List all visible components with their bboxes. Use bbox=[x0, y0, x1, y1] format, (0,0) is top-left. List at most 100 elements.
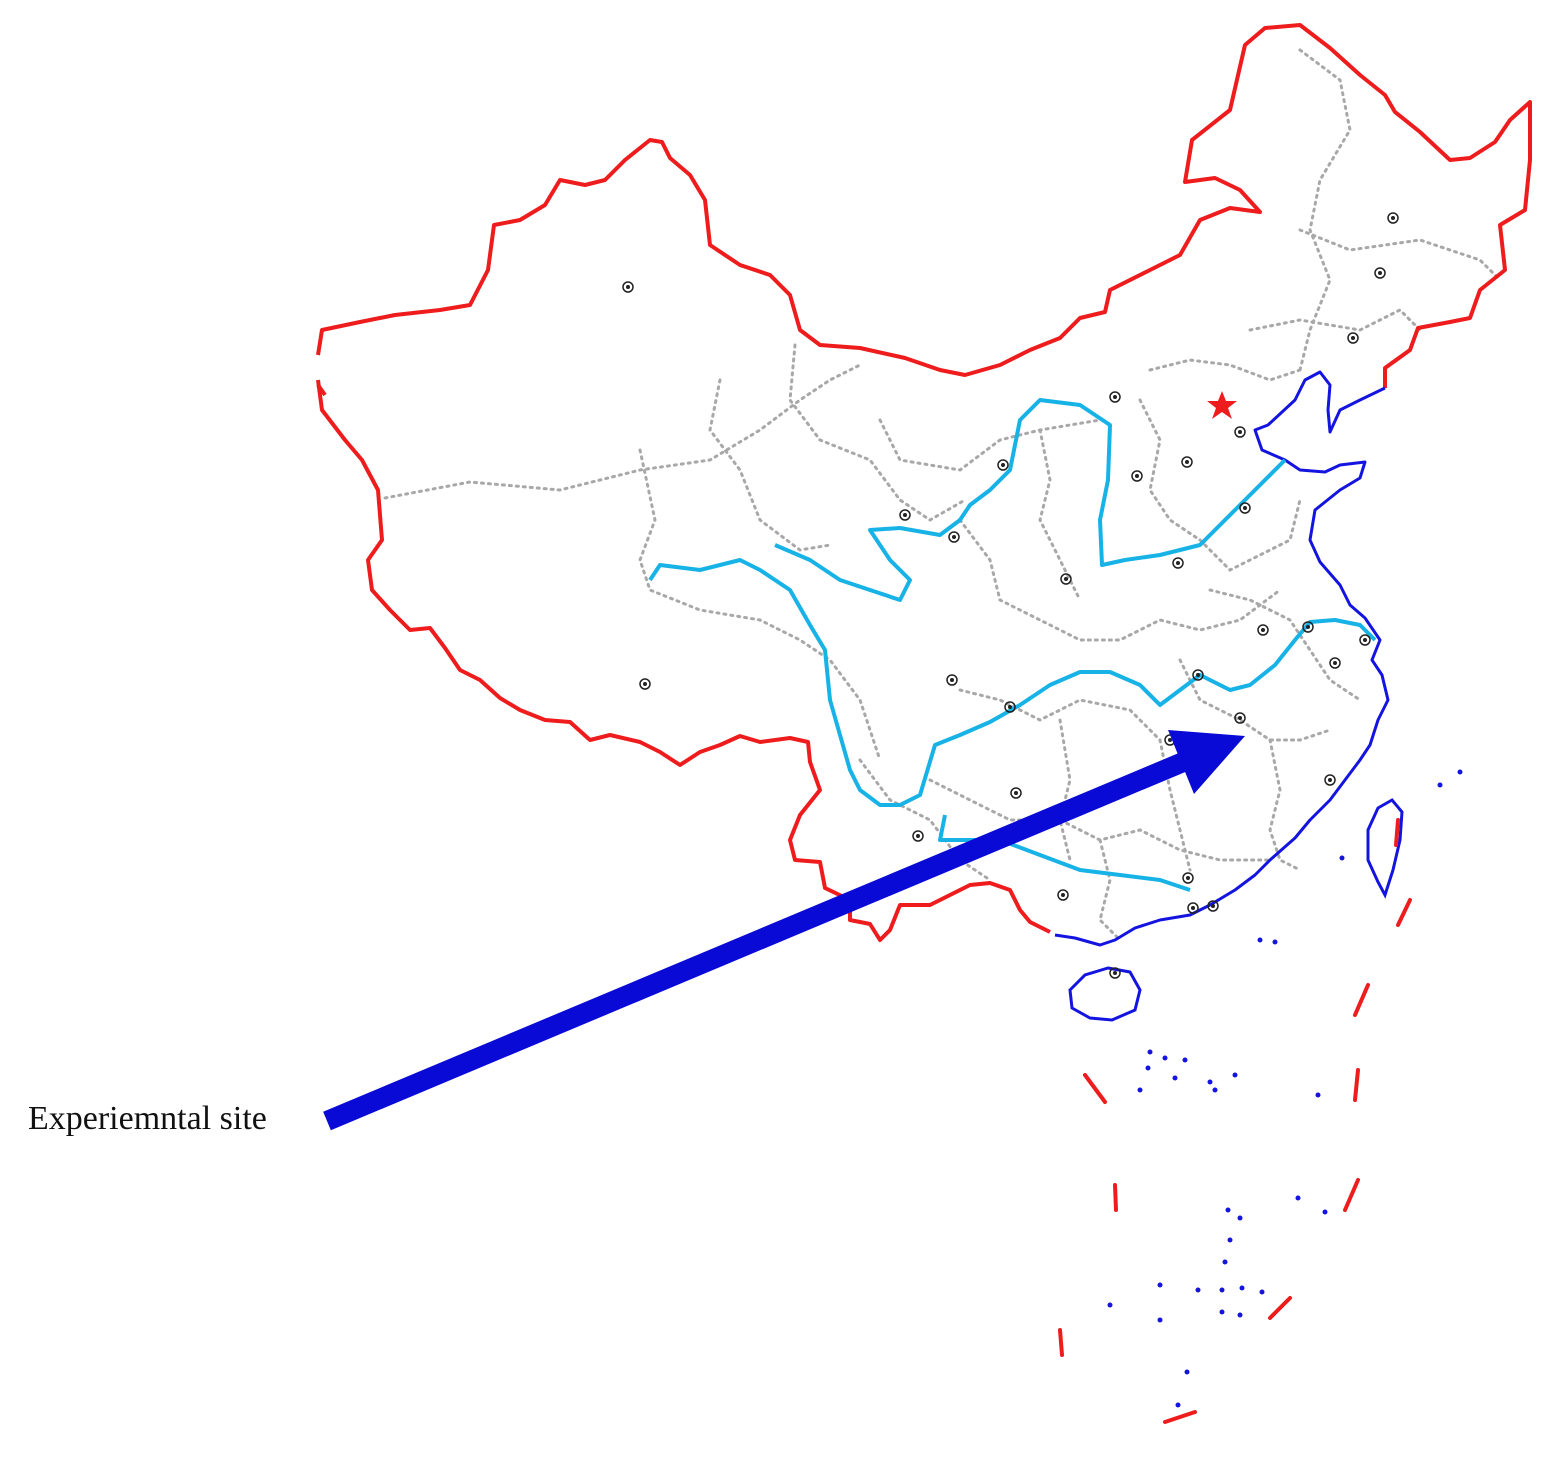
boundary-dash bbox=[1163, 1410, 1197, 1424]
province-boundaries bbox=[383, 48, 1502, 942]
province-boundary bbox=[958, 518, 1282, 642]
island-dot bbox=[1212, 1087, 1218, 1093]
star-icon bbox=[1207, 391, 1237, 419]
island-dot bbox=[1145, 1065, 1151, 1071]
city-marker bbox=[639, 678, 651, 690]
boundary-dash bbox=[1394, 818, 1400, 847]
boundary-dash bbox=[1353, 1068, 1360, 1102]
city-markers bbox=[622, 212, 1399, 979]
land-border-dash bbox=[316, 383, 327, 397]
island-dot bbox=[1315, 1092, 1321, 1098]
island-dot bbox=[1157, 1282, 1163, 1288]
city-marker bbox=[1359, 634, 1371, 646]
province-boundary bbox=[1248, 308, 1422, 332]
city-marker bbox=[1182, 872, 1194, 884]
province-boundary bbox=[1148, 358, 1302, 382]
experimental-site-arrow bbox=[323, 730, 1245, 1131]
province-boundary bbox=[858, 758, 992, 882]
province-boundary bbox=[1268, 738, 1302, 872]
boundary-dash bbox=[1058, 1328, 1064, 1357]
arrow-head bbox=[1168, 730, 1245, 794]
boundary-dash bbox=[1353, 983, 1370, 1017]
province-boundary bbox=[1298, 228, 1502, 282]
city-marker bbox=[1347, 332, 1359, 344]
yellow-river bbox=[774, 398, 1287, 602]
city-marker bbox=[1109, 967, 1121, 979]
island-dot bbox=[1322, 1209, 1328, 1215]
province-boundary bbox=[638, 448, 882, 762]
boundary-dash bbox=[1343, 1178, 1360, 1212]
coastline bbox=[1054, 370, 1390, 947]
island-dot bbox=[1237, 1312, 1243, 1318]
island-dot bbox=[1239, 1285, 1245, 1291]
island-dot bbox=[1172, 1075, 1178, 1081]
island-dot bbox=[1237, 1215, 1243, 1221]
rivers bbox=[648, 398, 1377, 892]
city-marker bbox=[1109, 391, 1121, 403]
province-boundary bbox=[1178, 658, 1332, 742]
province-boundary bbox=[708, 378, 832, 552]
city-marker bbox=[1387, 212, 1399, 224]
province-boundary bbox=[878, 418, 1102, 472]
city-marker bbox=[1324, 774, 1336, 786]
island-dot bbox=[1219, 1287, 1225, 1293]
island-dot bbox=[1222, 1259, 1228, 1265]
island-dot bbox=[1437, 782, 1443, 788]
city-marker bbox=[948, 531, 960, 543]
city-marker bbox=[899, 509, 911, 521]
land-border bbox=[316, 379, 1051, 942]
island-dot bbox=[1157, 1317, 1163, 1323]
land-border bbox=[316, 23, 1532, 388]
city-marker bbox=[1004, 701, 1016, 713]
island-dot bbox=[1107, 1302, 1113, 1308]
province-boundary bbox=[958, 688, 1162, 742]
city-marker bbox=[1207, 900, 1219, 912]
island-dot bbox=[1207, 1079, 1213, 1085]
island-dot bbox=[1195, 1287, 1201, 1293]
experimental-site-label: Experiemntal site bbox=[28, 1100, 267, 1137]
city-marker bbox=[1239, 502, 1251, 514]
city-marker bbox=[1181, 456, 1193, 468]
island-dot bbox=[1339, 855, 1345, 861]
island-dot bbox=[1457, 769, 1463, 775]
island-dot bbox=[1184, 1369, 1190, 1375]
city-marker bbox=[1192, 669, 1204, 681]
province-boundary bbox=[383, 363, 862, 500]
city-marker bbox=[912, 830, 924, 842]
city-marker bbox=[1057, 889, 1069, 901]
city-marker bbox=[946, 674, 958, 686]
islands bbox=[1107, 769, 1463, 1408]
island-dot bbox=[1219, 1309, 1225, 1315]
taiwan-island bbox=[1366, 798, 1404, 899]
city-marker bbox=[997, 459, 1009, 471]
maritime-boundary-dashes bbox=[1058, 818, 1412, 1424]
island-dot bbox=[1147, 1049, 1153, 1055]
city-marker bbox=[1257, 624, 1269, 636]
island-dot bbox=[1295, 1195, 1301, 1201]
boundary-dash bbox=[1268, 1296, 1292, 1320]
island-dot bbox=[1162, 1055, 1168, 1061]
island-dot bbox=[1182, 1057, 1188, 1063]
island-dot bbox=[1259, 1289, 1265, 1295]
pearl-river bbox=[938, 814, 1191, 892]
city-marker bbox=[1172, 557, 1184, 569]
boundary-dash bbox=[1396, 898, 1412, 927]
city-marker bbox=[1329, 657, 1341, 669]
province-boundary bbox=[1058, 718, 1072, 862]
yangtze-river bbox=[648, 558, 1377, 807]
city-marker bbox=[1234, 426, 1246, 438]
island-dot bbox=[1225, 1207, 1231, 1213]
province-boundary bbox=[1098, 838, 1122, 942]
city-marker bbox=[1234, 712, 1246, 724]
province-boundary bbox=[788, 343, 967, 522]
island-dot bbox=[1227, 1237, 1233, 1243]
city-marker bbox=[1010, 787, 1022, 799]
province-boundary bbox=[1158, 738, 1192, 872]
hainan-island bbox=[1068, 966, 1142, 1022]
boundary-dash bbox=[1083, 1073, 1107, 1104]
province-boundary bbox=[1208, 588, 1362, 702]
province-boundary bbox=[1198, 498, 1302, 572]
city-marker bbox=[622, 281, 634, 293]
